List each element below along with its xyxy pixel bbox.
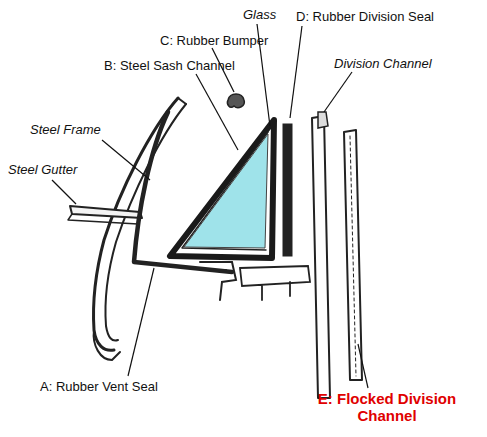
part-label: C: Rubber Bumper bbox=[160, 33, 268, 48]
steel-gutter bbox=[70, 206, 142, 218]
division-channel-lip bbox=[318, 112, 328, 128]
rubber-division-seal bbox=[283, 124, 292, 256]
part-label: Steel Frame bbox=[30, 122, 101, 137]
highlighted-part-label: E: Flocked Division Channel bbox=[298, 390, 476, 424]
part-label: A: Rubber Vent Seal bbox=[40, 379, 158, 394]
division-channel bbox=[312, 116, 330, 398]
leader-lines bbox=[52, 24, 368, 388]
flocked-division-channel bbox=[344, 130, 362, 380]
glass bbox=[184, 134, 268, 248]
steel-sash-channel-inner bbox=[182, 132, 268, 250]
pivot-bracket bbox=[240, 266, 310, 300]
steel-gutter-edge bbox=[68, 214, 138, 224]
part-label: Division Channel bbox=[334, 56, 432, 71]
part-label: D: Rubber Division Seal bbox=[296, 9, 434, 24]
steel-frame-lip bbox=[94, 98, 186, 360]
part-label: B: Steel Sash Channel bbox=[104, 58, 235, 73]
part-label: Glass bbox=[243, 7, 276, 22]
part-label: Steel Gutter bbox=[8, 162, 77, 177]
flocked-division-channel-face bbox=[350, 136, 356, 376]
rubber-bumper bbox=[227, 94, 244, 108]
steel-sash-channel bbox=[170, 120, 274, 258]
pivot-bracket bbox=[200, 262, 236, 300]
